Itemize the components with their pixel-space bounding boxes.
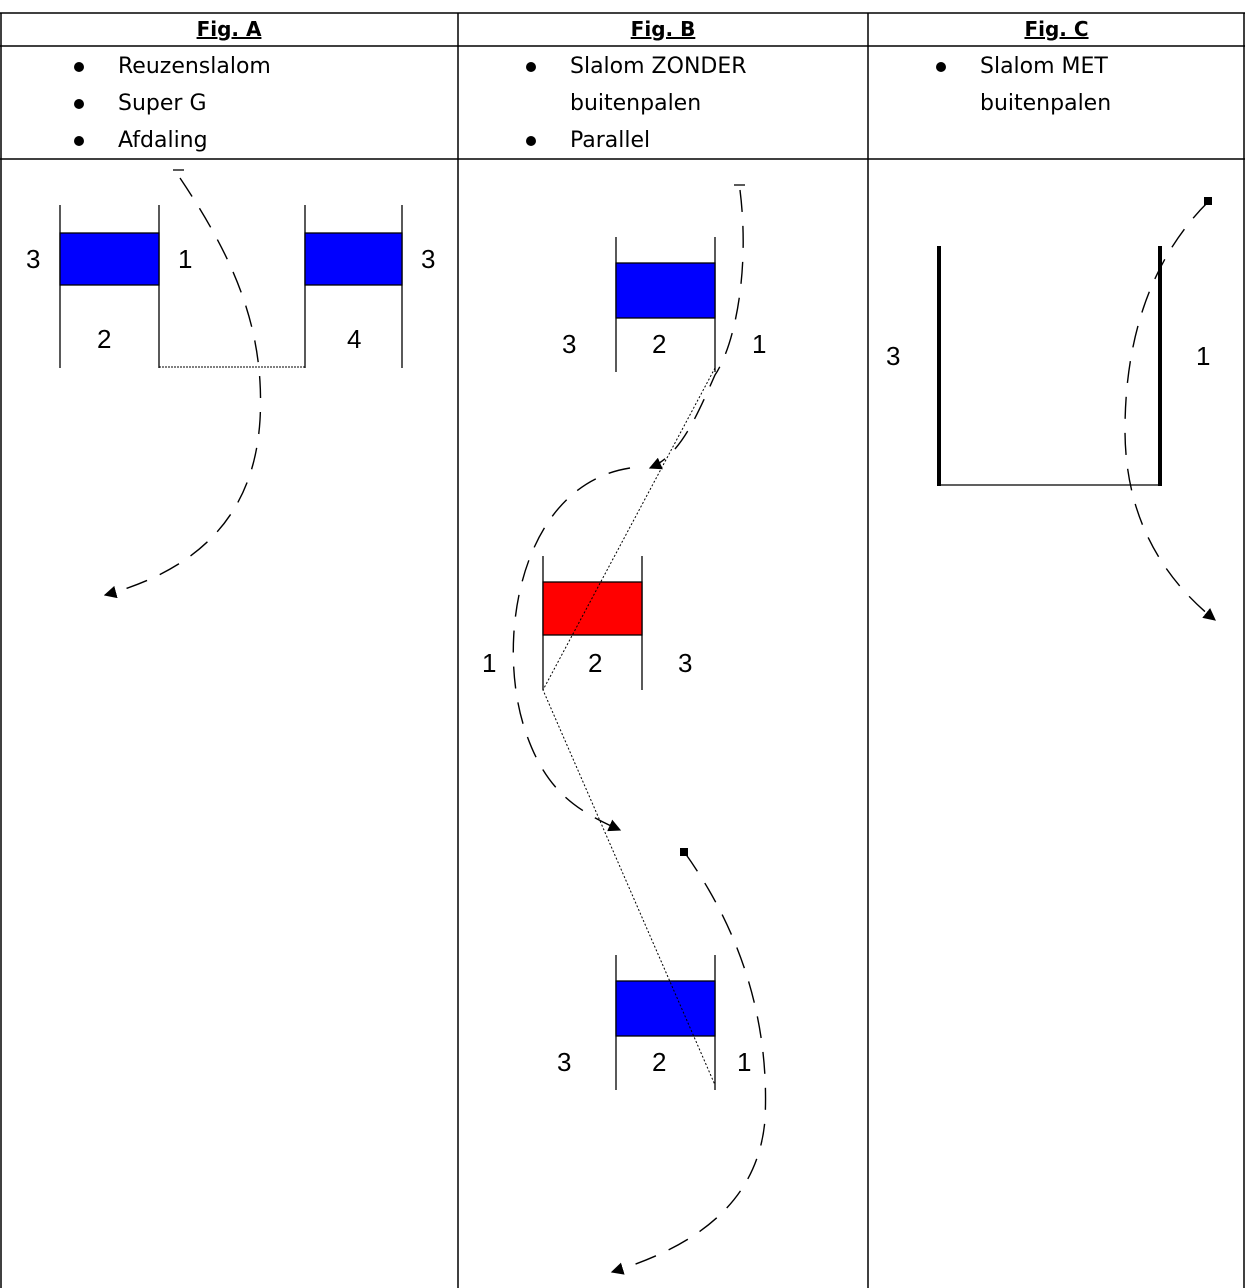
fig-c-title: Fig. C: [1024, 17, 1089, 41]
list-item: Reuzenslalom: [46, 48, 271, 85]
gate-number-label: 1: [752, 329, 766, 359]
ideal-line-path: [542, 367, 716, 1086]
gate-number-label: 3: [562, 329, 576, 359]
trajectory-path: [648, 189, 744, 470]
list-item: buitenpalen: [570, 91, 702, 116]
red-gate-flag: [542, 581, 643, 636]
fig-b-title: Fig. B: [630, 17, 696, 41]
fig-a-diagram: 3 1 3 2 4: [26, 169, 435, 599]
gate-number-label: 3: [557, 1047, 571, 1077]
gate-number-label: 3: [26, 244, 40, 274]
blue-gate-flag: [59, 232, 160, 286]
list-item: Super G: [46, 85, 271, 122]
gate-number-label: 1: [1196, 341, 1210, 371]
list-item: Parallel: [498, 122, 747, 159]
list-item: Slalom ZONDER: [498, 48, 747, 85]
gate-number-label: 3: [886, 341, 900, 371]
gate-number-label: 2: [652, 329, 666, 359]
gate-number-label: 2: [652, 1047, 666, 1077]
list-item: Slalom MET: [908, 48, 1111, 85]
gate-number-label: 4: [347, 324, 361, 354]
blue-gate-flag: [304, 232, 403, 286]
gate-number-label: 1: [178, 244, 192, 274]
trajectory-path: [512, 467, 631, 832]
blue-gate-flag: [615, 262, 716, 319]
fig-c-diagram: 3 1: [886, 197, 1216, 621]
fig-b-bullet-list: Slalom ZONDER buitenpalen Parallel: [498, 48, 747, 159]
table-grid: [0, 12, 1245, 1288]
gate-number-label: 2: [588, 648, 602, 678]
fig-c-bullet-list: Slalom MET buitenpalen: [908, 48, 1111, 122]
gate-number-label: 2: [97, 324, 111, 354]
fig-a-title: Fig. A: [196, 17, 262, 41]
gate-number-label: 1: [737, 1047, 751, 1077]
gate-number-label: 3: [678, 648, 692, 678]
gate-number-label: 3: [421, 244, 435, 274]
fig-b-diagram: 3 2 1 1 2 3 3 2 1: [482, 184, 767, 1275]
fig-a-bullet-list: Reuzenslalom Super G Afdaling: [46, 48, 271, 159]
trajectory-path: [103, 177, 262, 599]
gate-number-label: 1: [482, 648, 496, 678]
trajectory-path: [1124, 201, 1216, 621]
list-item: Afdaling: [46, 122, 271, 159]
list-item: buitenpalen: [980, 91, 1112, 116]
trajectory-path: [610, 852, 767, 1275]
blue-gate-flag: [615, 980, 716, 1037]
